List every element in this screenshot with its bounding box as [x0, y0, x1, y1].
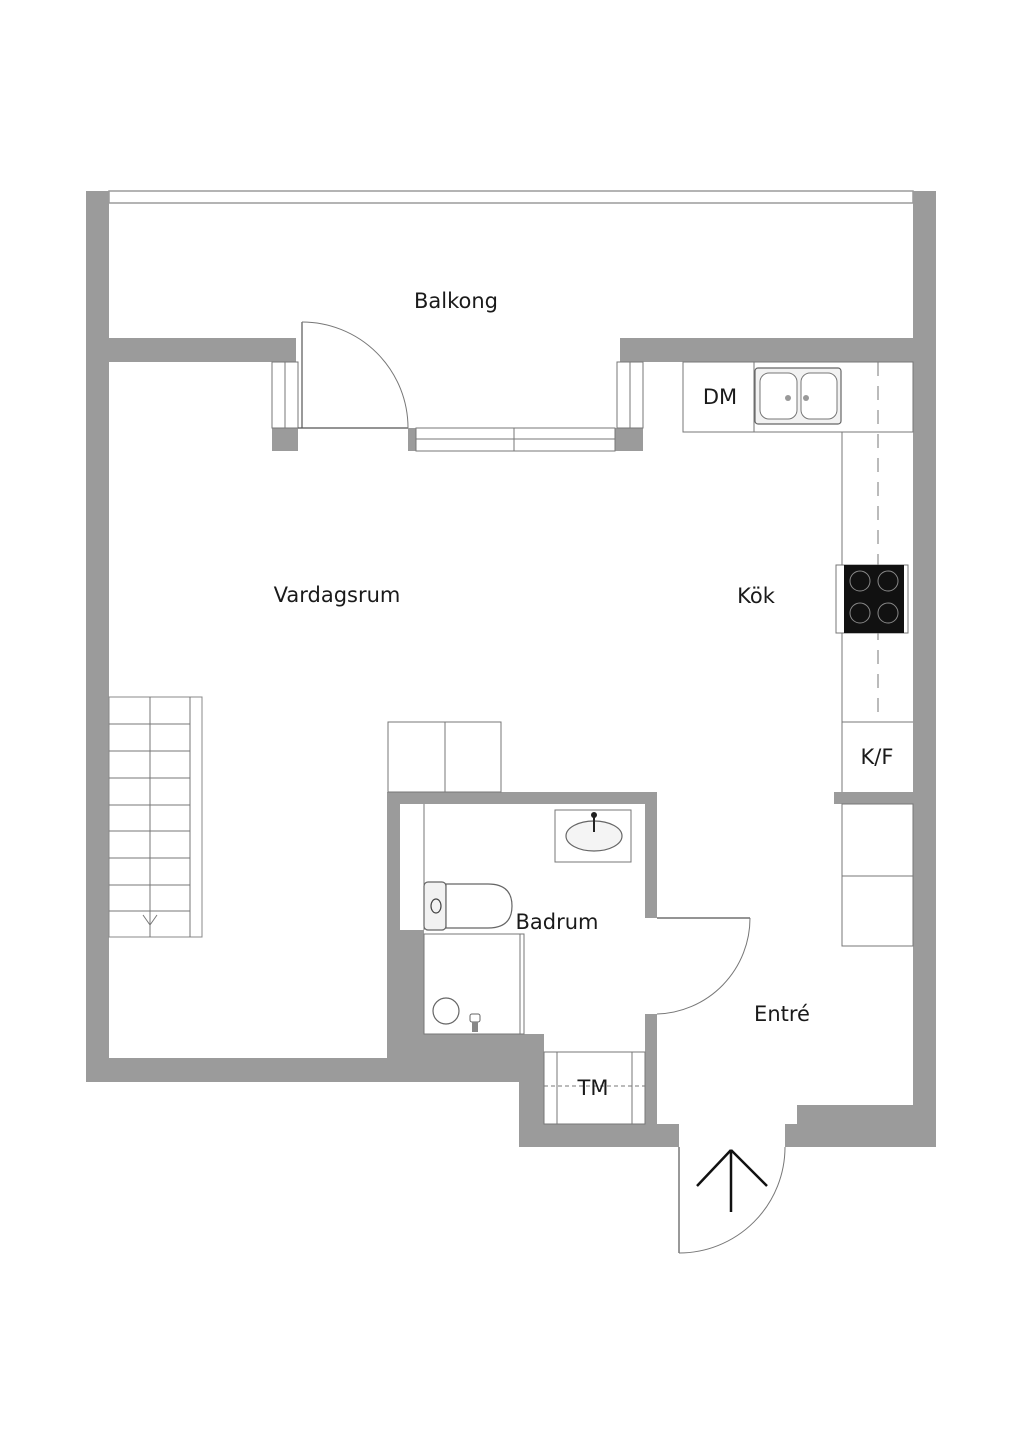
label-tm: TM [577, 1076, 609, 1100]
label-entre: Entré [754, 1002, 810, 1026]
entrance-door-swing [678, 1146, 786, 1254]
wall-bath-right-bottom [645, 1014, 657, 1124]
wall-bottom-left [86, 1058, 541, 1082]
label-balkong: Balkong [414, 289, 498, 313]
balcony-openings [271, 321, 644, 452]
sink-icon [754, 367, 842, 425]
wall-right [913, 191, 936, 1147]
shower [423, 933, 525, 1035]
wall-entry-step [797, 1105, 936, 1125]
wall-kitchen-partition [834, 792, 913, 804]
balcony-door-swing [301, 321, 409, 429]
wall-tm-bottom [519, 1124, 679, 1147]
label-kf: K/F [861, 745, 894, 769]
label-vardagsrum: Vardagsrum [274, 583, 401, 607]
wall-balcony-right [620, 338, 913, 362]
wall-bath-left [387, 792, 400, 1082]
stair-arrow-icon [142, 914, 158, 926]
walls [86, 190, 936, 1147]
kitchen [682, 361, 914, 947]
living-room-fixtures [108, 696, 502, 938]
wall-jamb-right [615, 428, 643, 451]
wall-jamb-mid [408, 428, 416, 451]
wall-entry-bottom-right [785, 1124, 936, 1147]
shower-drain-icon [432, 997, 460, 1025]
bathroom [423, 804, 751, 1035]
stove-icon [835, 564, 909, 634]
label-kok: Kök [737, 584, 776, 608]
label-badrum: Badrum [515, 910, 598, 934]
entry-cabinet [841, 803, 914, 947]
shower-head-icon [469, 1013, 481, 1032]
tm-closet [543, 1051, 646, 1125]
washbasin-icon [554, 809, 632, 863]
wall-bath-left-lower [400, 930, 424, 1082]
wall-left [86, 191, 109, 1082]
wall-jamb-left [272, 428, 298, 451]
counter-top [682, 361, 914, 433]
wall-bath-right-top [645, 792, 657, 918]
bathroom-door-swing [656, 917, 751, 1015]
toilet-icon [423, 881, 513, 931]
wall-balcony-left [109, 338, 296, 362]
staircase [108, 696, 203, 938]
label-dm: DM [703, 385, 737, 409]
wall-bath-top [387, 792, 657, 804]
room-labels: Balkong Vardagsrum Kök Badrum Entré DM K… [274, 289, 894, 1100]
entrance-door [678, 1146, 786, 1254]
balcony-rail [108, 190, 914, 204]
entrance-arrow-icon [696, 1149, 768, 1212]
